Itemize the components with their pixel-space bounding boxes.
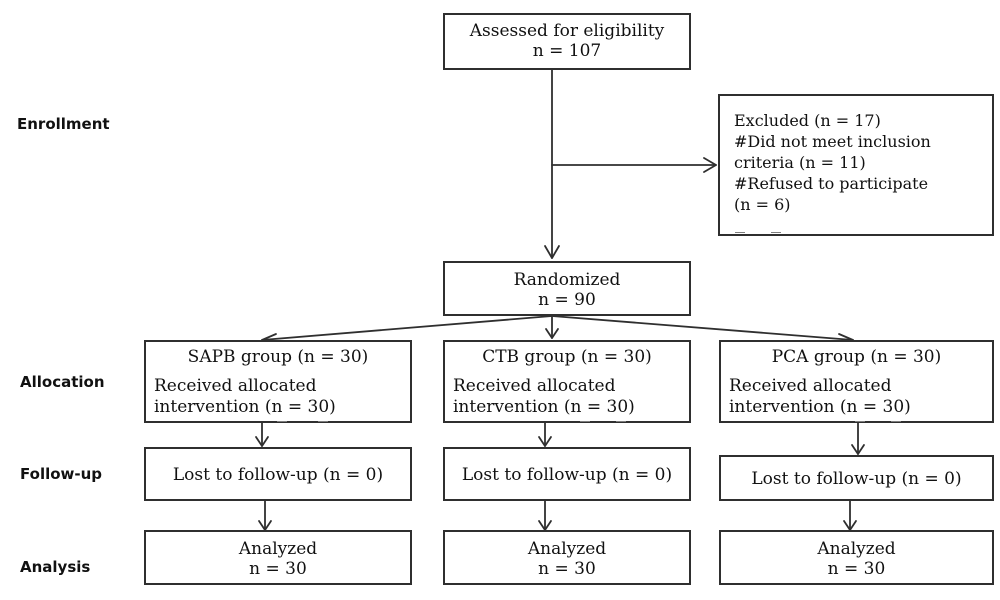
ctb-follow-up-box: Lost to follow-up (n = 0) (443, 447, 691, 501)
allocation-description-line: intervention (n = 30) (154, 397, 336, 417)
pca-analyzed-count: n = 30 (827, 559, 886, 579)
eligibility-to-randomized-arrowhead (544, 245, 560, 259)
eligibility-count: n = 107 (532, 41, 602, 61)
allocation-box-mark (616, 421, 626, 422)
pca-allocation-details: Received allocated intervention (n = 30) (729, 376, 911, 418)
ctb-allocation-to-followup-arrowhead (538, 436, 552, 447)
pca-lost-to-follow-up: Lost to follow-up (n = 0) (751, 469, 962, 489)
excluded-box: Excluded (n = 17) #Did not meet inclusio… (718, 94, 994, 236)
randomized-to-pca-line (551, 315, 854, 341)
allocation-box-mark (318, 421, 328, 422)
sapb-allocation-box: SAPB group (n = 30) Received allocated i… (144, 340, 412, 423)
randomized-count: n = 90 (538, 290, 596, 310)
sapb-lost-to-follow-up: Lost to follow-up (n = 0) (172, 465, 384, 485)
excluded-details: Excluded (n = 17) #Did not meet inclusio… (734, 110, 931, 215)
pca-group-title: PCA group (n = 30) (771, 347, 942, 367)
pca-allocation-to-followup-arrowhead (851, 444, 865, 455)
allocation-box-mark (855, 421, 865, 422)
ctb-analyzed-title: Analyzed (527, 539, 607, 559)
allocation-description-line: intervention (n = 30) (729, 397, 911, 417)
sapb-analyzed-count: n = 30 (249, 559, 307, 579)
sapb-allocation-details: Received allocated intervention (n = 30) (154, 376, 336, 418)
ctb-analyzed-count: n = 30 (538, 559, 596, 579)
ctb-allocation-details: Received allocated intervention (n = 30) (453, 376, 635, 418)
pca-analyzed-title: Analyzed (817, 539, 896, 559)
pca-analysis-box: Analyzed n = 30 (719, 530, 994, 585)
ctb-analysis-box: Analyzed n = 30 (443, 530, 691, 585)
pca-allocation-box: PCA group (n = 30) Received allocated in… (719, 340, 994, 423)
excluded-line: (n = 6) (734, 195, 791, 214)
sapb-follow-up-box: Lost to follow-up (n = 0) (144, 447, 412, 501)
ctb-group-title: CTB group (n = 30) (482, 347, 652, 367)
allocation-description-line: intervention (n = 30) (453, 397, 635, 417)
allocation-box-mark (891, 421, 901, 422)
allocation-description-line: Received allocated (453, 376, 616, 396)
allocation-box-mark (277, 421, 287, 422)
ctb-lost-to-follow-up: Lost to follow-up (n = 0) (461, 465, 673, 485)
excluded-box-mark (771, 232, 781, 233)
sapb-analyzed-title: Analyzed (238, 539, 318, 559)
eligibility-title: Assessed for eligibility (469, 21, 665, 41)
allocation-box-mark (580, 421, 590, 422)
excluded-box-mark (735, 232, 745, 233)
randomized-to-sapb-line (261, 315, 553, 341)
sapb-group-title: SAPB group (n = 30) (187, 347, 369, 367)
ctb-allocation-box: CTB group (n = 30) Received allocated in… (443, 340, 691, 423)
randomized-title: Randomized (513, 270, 621, 290)
allocation-description-line: Received allocated (154, 376, 317, 396)
allocation-description-line: Received allocated (729, 376, 892, 396)
eligibility-box: Assessed for eligibility n = 107 (443, 13, 691, 70)
randomized-to-ctb-arrowhead (545, 328, 559, 339)
exclusion-arrowhead (703, 157, 717, 173)
follow-up-stage-label: Follow-up (20, 465, 103, 483)
excluded-line: Excluded (n = 17) (734, 111, 881, 130)
excluded-line: #Refused to participate (734, 174, 929, 193)
sapb-allocation-to-followup-arrowhead (255, 436, 269, 447)
excluded-line: criteria (n = 11) (734, 153, 866, 172)
pca-follow-up-box: Lost to follow-up (n = 0) (719, 455, 994, 501)
randomized-box: Randomized n = 90 (443, 261, 691, 316)
enrollment-stage-label: Enrollment (17, 115, 110, 133)
sapb-analysis-box: Analyzed n = 30 (144, 530, 412, 585)
analysis-stage-label: Analysis (20, 558, 91, 576)
excluded-line: #Did not meet inclusion (734, 132, 931, 151)
allocation-stage-label: Allocation (20, 373, 105, 391)
